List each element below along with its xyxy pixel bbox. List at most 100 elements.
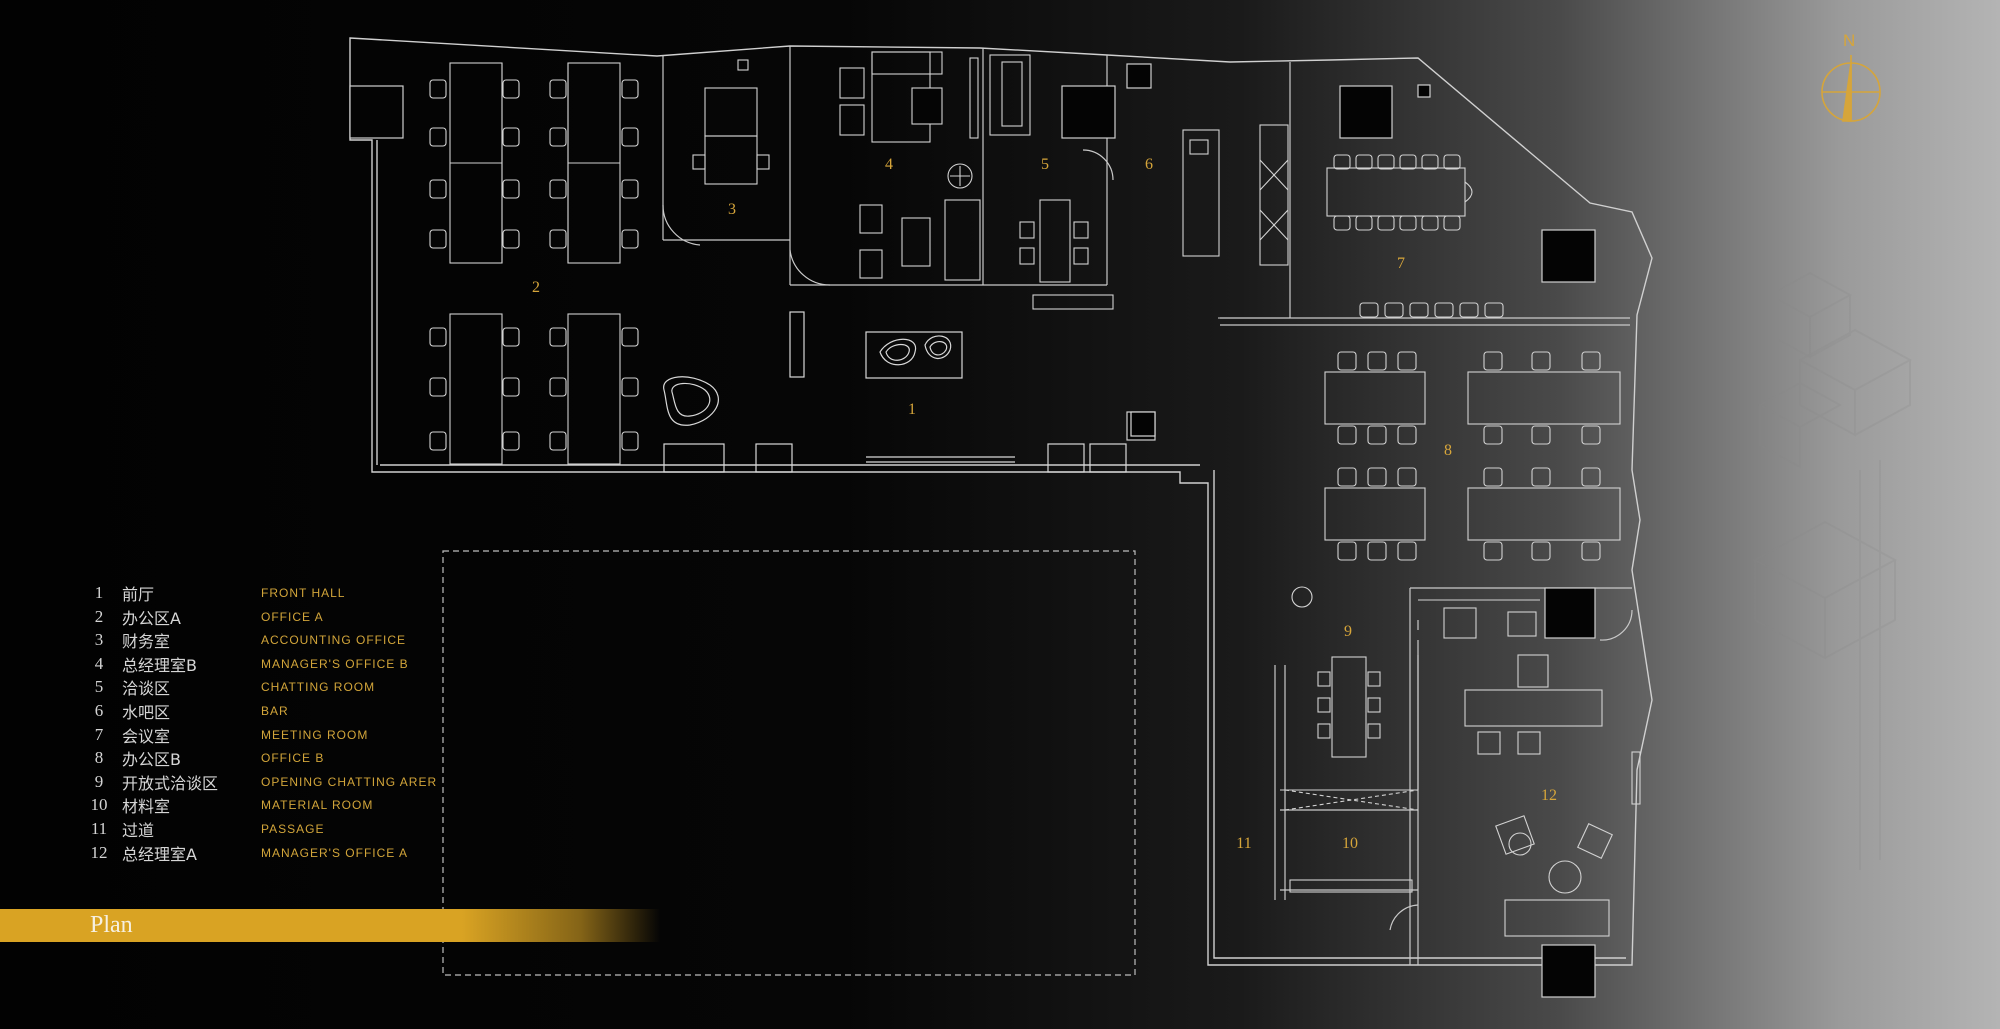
legend-chinese-name: 会议室 <box>122 726 171 746</box>
chair <box>429 79 447 99</box>
chair <box>429 431 447 451</box>
chair <box>1377 215 1395 231</box>
legend-chinese-name: 材料室 <box>122 797 171 817</box>
office-b-desks <box>1324 371 1621 541</box>
legend-number: 10 <box>90 795 108 815</box>
chair <box>1483 541 1503 561</box>
chair <box>429 229 447 249</box>
chair <box>549 179 567 199</box>
decorative-isometric-blocks <box>1752 271 1913 870</box>
interior-walls <box>662 46 1633 965</box>
chair <box>1355 154 1373 170</box>
bar-counter <box>1182 124 1290 319</box>
room-number-9: 9 <box>1344 623 1352 640</box>
chair <box>1399 154 1417 170</box>
meeting-room-chairs <box>1333 154 1504 318</box>
chair <box>1531 351 1551 371</box>
chair <box>1581 351 1601 371</box>
chair <box>1443 154 1461 170</box>
chair <box>549 79 567 99</box>
structural-columns <box>349 63 1596 998</box>
legend-chinese-name: 财务室 <box>122 632 171 652</box>
chair <box>1581 541 1601 561</box>
chair <box>1367 425 1387 445</box>
chair <box>502 377 520 397</box>
office-a-chairs <box>429 79 639 451</box>
legend-english-name: FRONT HALL <box>261 586 346 600</box>
chair <box>1531 467 1551 487</box>
legend-chinese-name: 办公区B <box>122 750 181 770</box>
chair <box>1397 351 1417 371</box>
chair <box>1409 302 1429 318</box>
legend-english-name: OFFICE B <box>261 751 325 766</box>
legend-number: 7 <box>94 724 104 744</box>
room-number-4: 4 <box>885 156 893 173</box>
chair <box>1397 541 1417 561</box>
legend-row: 8 办公区B OFFICE B <box>88 747 324 769</box>
legend-english-name: MEETING ROOM <box>261 727 369 742</box>
legend-chinese-name: 总经理室A <box>122 844 197 864</box>
chair <box>1359 302 1379 318</box>
chair <box>429 179 447 199</box>
chair <box>502 229 520 249</box>
chair <box>1384 302 1404 318</box>
legend-number: 8 <box>94 748 104 768</box>
chair <box>1443 215 1461 231</box>
chair <box>549 229 567 249</box>
chair <box>1531 541 1551 561</box>
chair <box>1333 154 1351 170</box>
room-number-7: 7 <box>1397 255 1405 272</box>
chair <box>1483 351 1503 371</box>
room-number-1: 1 <box>908 401 916 418</box>
open-chatting-furniture <box>1280 586 1540 893</box>
chair <box>621 127 639 147</box>
plan-title-banner: Plan <box>0 909 660 942</box>
chair <box>502 127 520 147</box>
legend-chinese-name: 洽谈区 <box>122 679 171 699</box>
legend-number: 1 <box>94 583 104 602</box>
legend-number: 12 <box>90 842 108 862</box>
chair <box>502 79 520 99</box>
office-a-desks <box>449 62 621 465</box>
room-number-5: 5 <box>1041 156 1049 173</box>
legend-chinese-name: 水吧区 <box>122 703 171 722</box>
north-label: N <box>1843 31 1856 50</box>
chair <box>1333 215 1351 231</box>
chair <box>429 377 447 397</box>
chair <box>1531 425 1551 445</box>
legend-english-name: MANAGER'S OFFICE A <box>261 845 408 860</box>
chair <box>621 377 639 397</box>
room-number-6: 6 <box>1145 156 1153 173</box>
chair <box>549 431 567 451</box>
room-number-11: 11 <box>1236 835 1251 852</box>
room-number-3: 3 <box>728 201 736 218</box>
legend-number: 2 <box>94 606 104 626</box>
chair <box>621 327 639 347</box>
chair <box>1337 425 1357 445</box>
legend-english-name: MANAGER'S OFFICE B <box>261 656 409 671</box>
chair <box>549 377 567 397</box>
chair <box>1483 467 1503 487</box>
chair <box>1367 351 1387 371</box>
legend-row: 7 会议室 MEETING ROOM <box>88 724 368 746</box>
accounting-office-furniture <box>692 59 770 185</box>
chair <box>1397 467 1417 487</box>
chair <box>502 431 520 451</box>
chair <box>1377 154 1395 170</box>
chair <box>1367 541 1387 561</box>
legend-english-name: CHATTING ROOM <box>261 680 376 695</box>
chair <box>621 179 639 199</box>
room-number-8: 8 <box>1444 442 1452 459</box>
chair <box>502 327 520 347</box>
room-number-2: 2 <box>532 279 540 296</box>
chair <box>429 327 447 347</box>
legend-number: 11 <box>90 819 108 838</box>
legend-chinese-name: 总经理室B <box>122 655 197 675</box>
